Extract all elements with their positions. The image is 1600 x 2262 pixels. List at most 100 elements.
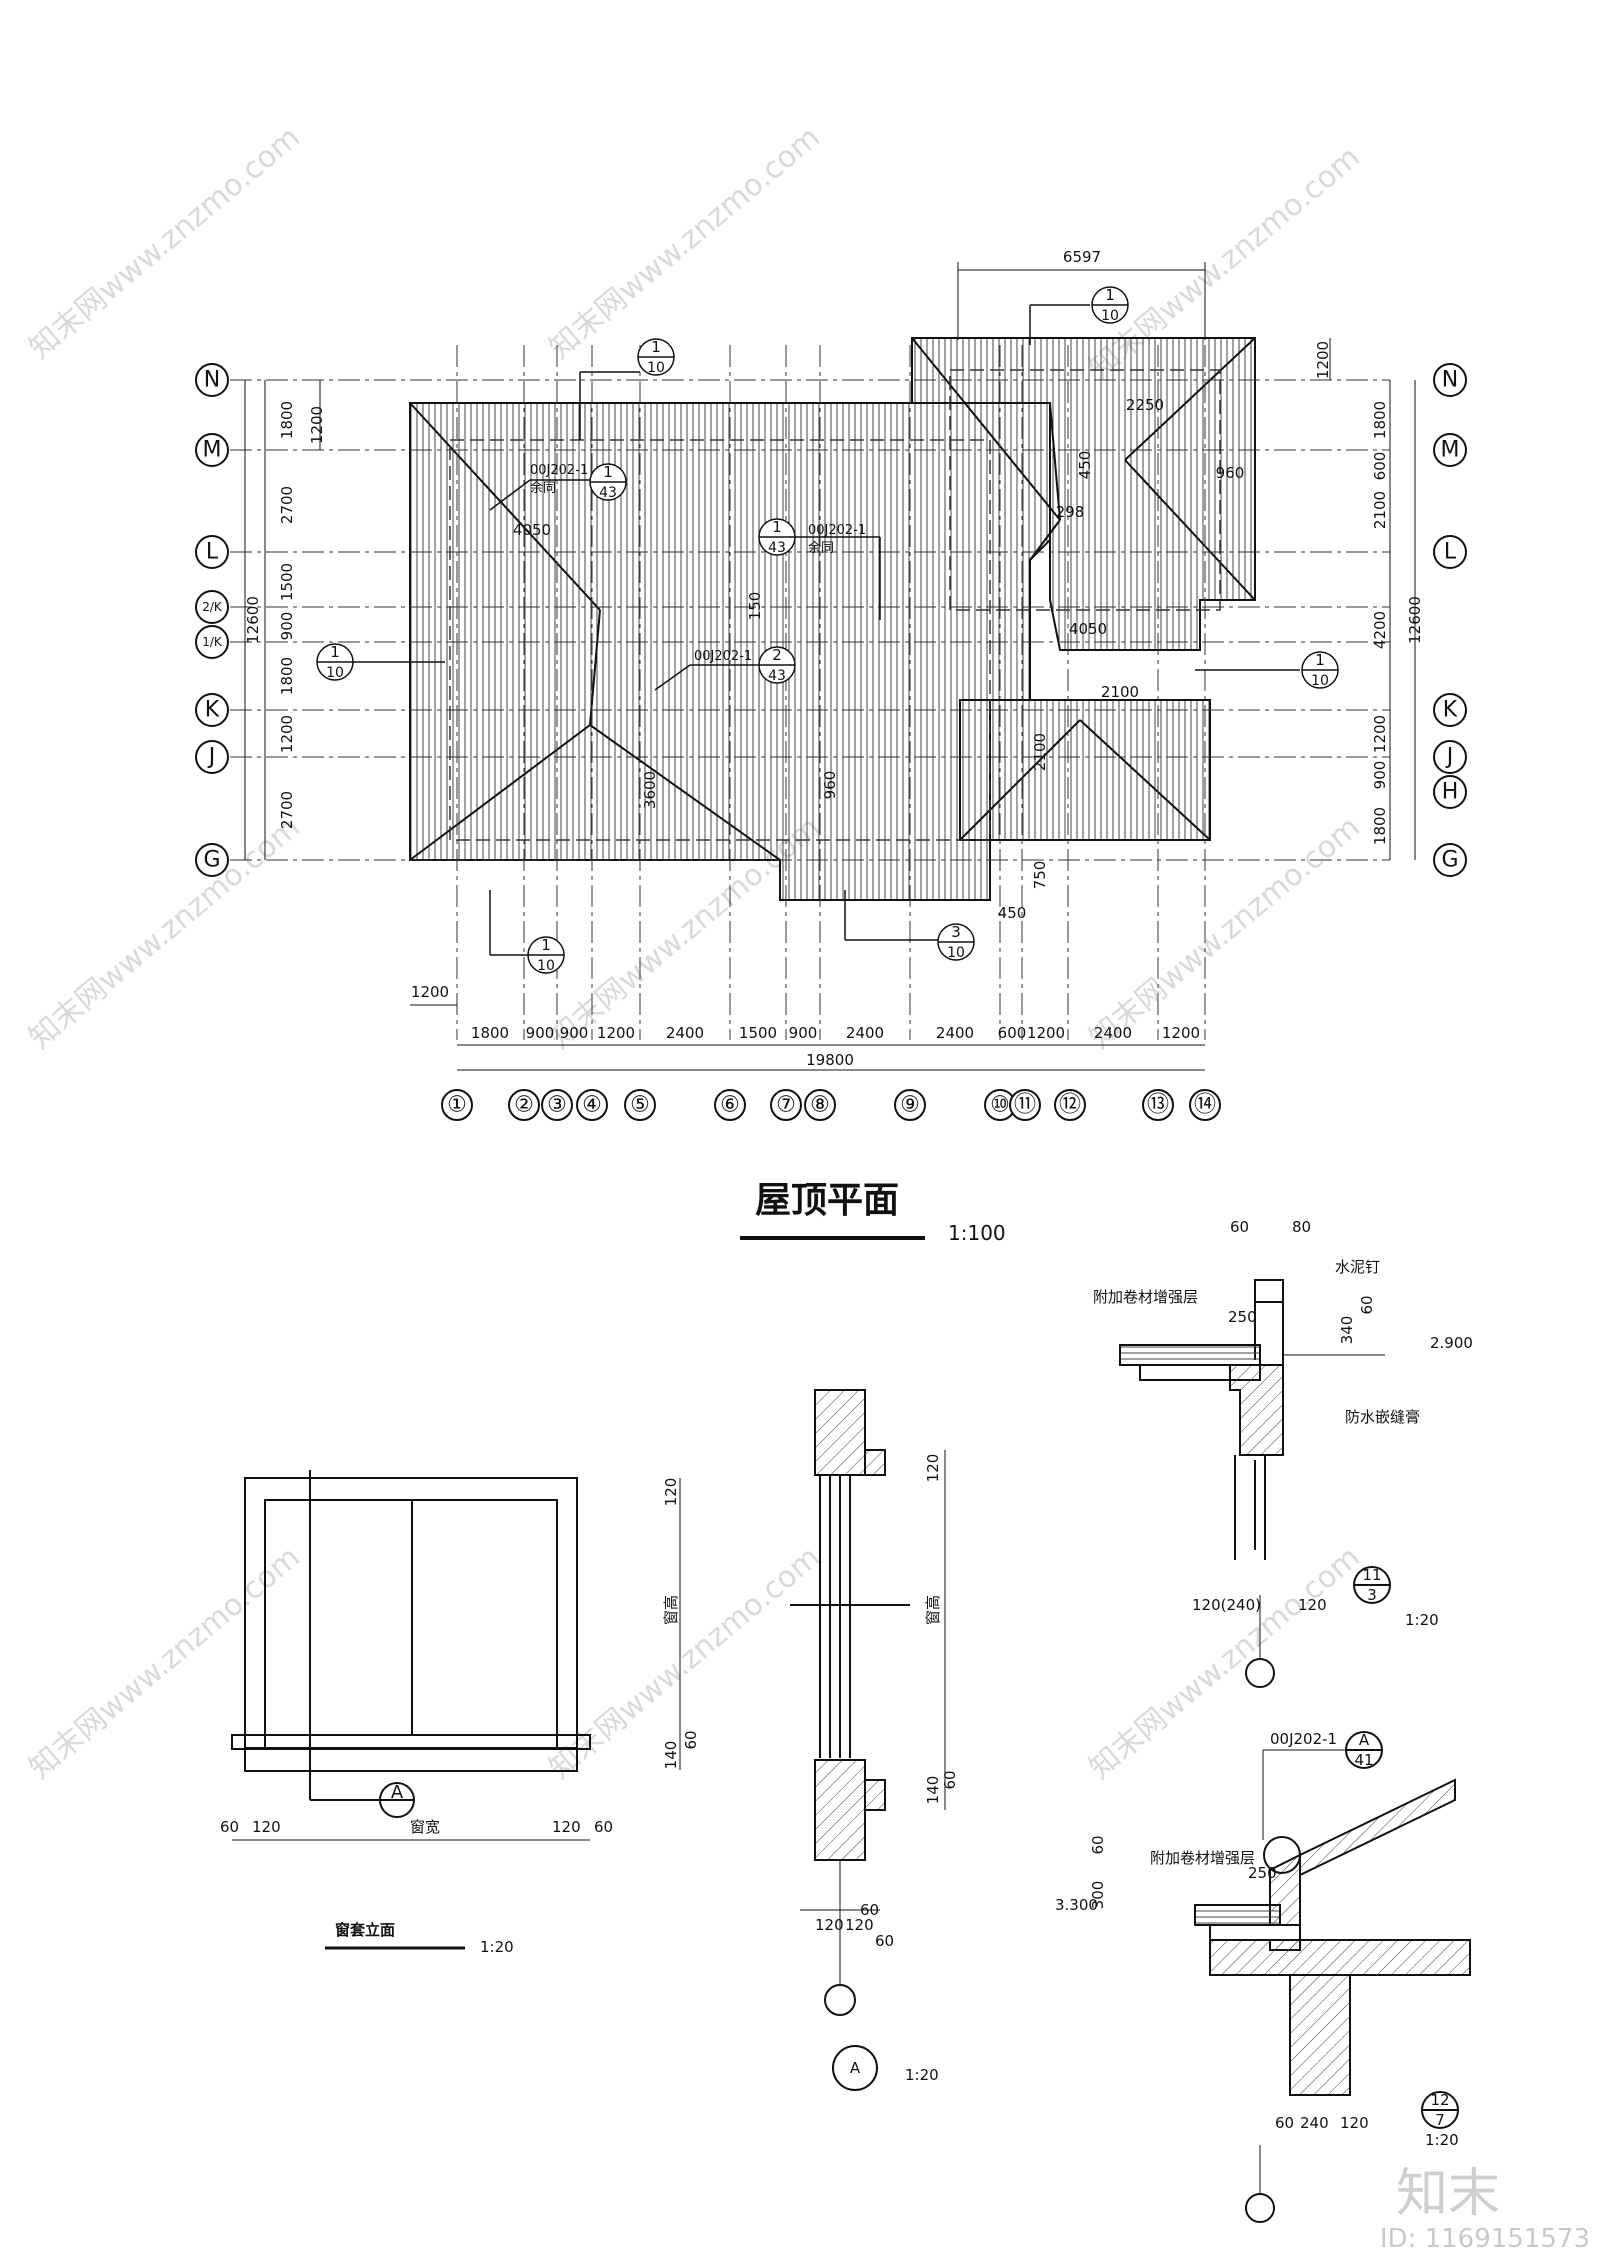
svg-text:L: L xyxy=(206,540,219,565)
dim-bottom: 120 xyxy=(845,1916,874,1934)
section-height-label: 窗高 xyxy=(924,1595,942,1625)
bottom-dimensions: 1200 1800 900 900 1200 2400 1500 900 240… xyxy=(410,983,1205,1071)
row-bubbles-right: N M L K J H G xyxy=(1433,363,1467,877)
callout: 00J202-1 xyxy=(1270,1730,1337,1748)
dim-inner: 298 xyxy=(1056,503,1085,521)
dim: 80 xyxy=(1292,1218,1311,1236)
dim-col: 900 xyxy=(560,1024,589,1042)
dim-col: 600 xyxy=(998,1024,1027,1042)
grid-row-bubble-G-right: G xyxy=(1433,843,1467,877)
grid-col-bubble-2: ② xyxy=(508,1089,540,1121)
svg-text:G: G xyxy=(1441,848,1458,873)
callout-text: 余同 xyxy=(530,480,556,496)
dim: 60 xyxy=(1275,2114,1294,2132)
detail-ref: 12 xyxy=(1430,2091,1449,2109)
dim-inner: 450 xyxy=(998,904,1027,922)
svg-text:1: 1 xyxy=(772,518,782,536)
svg-text:④: ④ xyxy=(582,1093,602,1118)
dim-col: 900 xyxy=(526,1024,555,1042)
dim-left-overhang: 1200 xyxy=(411,983,449,1001)
window-elev-title: 窗套立面 xyxy=(335,1921,395,1939)
dim-inner: 2250 xyxy=(1126,396,1164,414)
roof-upper-wing xyxy=(911,337,1256,651)
dim-bottom: 120 xyxy=(815,1916,844,1934)
grid-col-bubble-6: ⑥ xyxy=(714,1089,746,1121)
row-bubbles-left: N M L 2/K 1/K K J G xyxy=(195,363,229,877)
dim: 60 xyxy=(1089,1835,1107,1854)
dim-bottom: 60 xyxy=(875,1932,894,1950)
ref-bubble-1-10-right: 1 10 xyxy=(1195,651,1339,689)
svg-text:②: ② xyxy=(514,1093,534,1118)
dim-inner: 4050 xyxy=(513,521,551,539)
dim-col: 1500 xyxy=(739,1024,777,1042)
ref-bubble-1-10-top: 1 10 xyxy=(579,338,675,440)
dim: 250 xyxy=(1228,1308,1257,1326)
grid-row-bubble-K: K xyxy=(195,693,229,727)
label: 附加卷材增强层 xyxy=(1093,1288,1198,1306)
grid-row-bubble-N: N xyxy=(195,363,229,397)
ref-bubble-1-10-left: 1 10 xyxy=(316,643,445,681)
svg-text:L: L xyxy=(1444,540,1457,565)
section-scale: 1:20 xyxy=(905,2066,939,2084)
dim-left-top: 1200 xyxy=(308,406,326,444)
svg-text:⑪: ⑪ xyxy=(1014,1093,1036,1118)
dim-right: 120 xyxy=(924,1454,942,1483)
section-a xyxy=(790,1389,946,2091)
dim: 120(240) xyxy=(1192,1596,1261,1614)
detail-scale: 1:20 xyxy=(1405,1611,1439,1629)
roof-plan: N M L 2/K 1/K K J G N M L K J H G ① ② ③ … xyxy=(195,248,1467,1245)
dim-row: 900 xyxy=(278,612,296,641)
svg-text:⑫: ⑫ xyxy=(1059,1093,1081,1118)
elevation: 2.900 xyxy=(1430,1334,1473,1352)
ref-bubble-1-10-upper-right: 1 10 xyxy=(1029,286,1129,345)
grid-col-bubble-14: ⑭ xyxy=(1189,1089,1221,1121)
svg-text:10: 10 xyxy=(1311,673,1329,689)
label: 附加卷材增强层 xyxy=(1150,1849,1255,1867)
svg-text:⑨: ⑨ xyxy=(900,1093,920,1118)
watermark: 知末网www.znzmo.com xyxy=(1083,1540,1367,1786)
section-ref: A xyxy=(850,2059,861,2077)
roof-plan-title: 屋顶平面 xyxy=(755,1180,899,1221)
window-elev-dims: 60 120 窗宽 120 60 120 窗高 140 60 窗套立面 1:20 xyxy=(220,1478,700,1956)
svg-text:1/K: 1/K xyxy=(202,635,223,649)
svg-text:10: 10 xyxy=(326,665,344,681)
dim-row-right: 1200 xyxy=(1371,715,1389,753)
dim-right: 120 xyxy=(662,1478,680,1507)
dim: 250 xyxy=(1248,1864,1277,1882)
dim-inner: 150 xyxy=(746,592,764,621)
dim-inner: 4050 xyxy=(1069,620,1107,638)
dim-total: 19800 xyxy=(806,1051,854,1069)
svg-text:G: G xyxy=(203,848,220,873)
grid-row-bubble-2K: 2/K xyxy=(195,590,229,624)
right-dimensions: 1800 600 2100 4200 1200 900 1800 12600 1… xyxy=(1314,338,1424,860)
svg-text:⑦: ⑦ xyxy=(776,1093,796,1118)
grid-col-bubble-5: ⑤ xyxy=(624,1089,656,1121)
svg-text:3: 3 xyxy=(951,923,961,941)
detail-12 xyxy=(1194,1731,1471,2223)
grid-row-bubble-H-right: H xyxy=(1433,775,1467,809)
dim-col: 1200 xyxy=(1027,1024,1065,1042)
dim-right-total: 12600 xyxy=(1406,596,1424,644)
grid-row-bubble-M: M xyxy=(195,433,229,467)
dim-col: 1200 xyxy=(1162,1024,1200,1042)
dim-inner: 2100 xyxy=(1031,733,1049,771)
svg-text:③: ③ xyxy=(547,1093,567,1118)
ref-bubble-1-10-bottom: 1 10 xyxy=(489,890,565,974)
dim-col: 2400 xyxy=(936,1024,974,1042)
grid-col-bubble-1: ① xyxy=(441,1089,473,1121)
watermark: 知末网www.znzmo.com xyxy=(23,810,307,1056)
dim-row-right: 1800 xyxy=(1371,401,1389,439)
svg-text:N: N xyxy=(1442,368,1458,393)
dim-row-right: 2100 xyxy=(1371,491,1389,529)
grid-row-bubble-J-right: J xyxy=(1433,740,1467,774)
dim-col: 1800 xyxy=(471,1024,509,1042)
svg-text:1: 1 xyxy=(1315,651,1325,669)
dim-row: 1800 xyxy=(278,401,296,439)
svg-text:1: 1 xyxy=(541,936,551,954)
detail-11-text: 60 80 水泥钉 附加卷材增强层 250 340 60 2.900 防水嵌缝膏… xyxy=(1093,1218,1473,1629)
grid-col-bubble-12: ⑫ xyxy=(1054,1089,1086,1121)
dim: 60 xyxy=(1358,1295,1376,1314)
section-a-dims: 120 窗高 140 60 120 120 60 60 A 1:20 xyxy=(815,1454,959,2084)
svg-text:M: M xyxy=(203,438,222,463)
svg-text:⑩: ⑩ xyxy=(990,1093,1010,1118)
